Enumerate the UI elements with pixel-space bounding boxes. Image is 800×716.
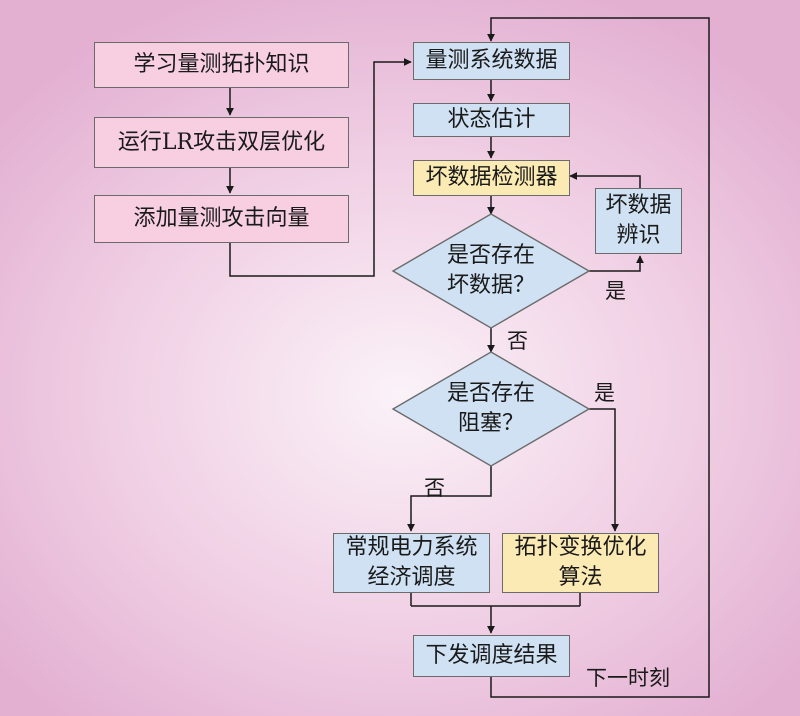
topology-optimization-text: 拓扑变换优化 算法 xyxy=(514,535,647,590)
arrow-yes-to-topology xyxy=(589,408,619,532)
arrow-no-to-normal-dispatch xyxy=(407,466,492,532)
no-congestion-label: 否 xyxy=(424,476,445,500)
state-estimation-box: 状态估计 xyxy=(413,103,570,137)
add-attack-vector-text: 添加量测攻击向量 xyxy=(133,206,310,231)
arrow-add-to-measurement xyxy=(229,58,412,277)
normal-dispatch-box: 常规电力系统 经济调度 xyxy=(333,533,490,593)
add-attack-vector-box: 添加量测攻击向量 xyxy=(94,195,349,243)
issue-dispatch-box: 下发调度结果 xyxy=(413,635,570,677)
yes-bad-data-label: 是 xyxy=(605,279,626,303)
bad-data-question-text: 是否存在 坏数据？ xyxy=(446,243,535,298)
arrow-identification-to-detector xyxy=(569,172,641,188)
state-estimation-text: 状态估计 xyxy=(447,107,536,132)
run-lr-attack-text: 运行LR攻击双层优化 xyxy=(117,129,326,155)
yes-congestion-label: 是 xyxy=(594,381,615,405)
arrow-yes-to-identification xyxy=(589,255,644,272)
next-moment-label: 下一时刻 xyxy=(586,666,670,690)
bad-data-detector-box: 坏数据检测器 xyxy=(413,160,570,196)
arrow-next-moment-loop xyxy=(487,17,710,698)
learn-topology-text: 学习量测拓扑知识 xyxy=(133,52,310,77)
run-lr-attack-box: 运行LR攻击双层优化 xyxy=(94,117,349,168)
learn-topology-box: 学习量测拓扑知识 xyxy=(94,42,349,88)
normal-dispatch-text: 常规电力系统 经济调度 xyxy=(345,535,478,590)
bad-data-decision-diamond xyxy=(391,213,591,329)
bad-data-identification-text: 坏数据 辨识 xyxy=(605,193,672,248)
congestion-question-text: 是否存在 阻塞？ xyxy=(446,381,535,436)
issue-dispatch-text: 下发调度结果 xyxy=(425,643,558,668)
topology-optimization-box: 拓扑变换优化 算法 xyxy=(502,533,659,593)
measurement-data-text: 量测系统数据 xyxy=(425,48,558,73)
bad-data-identification-box: 坏数据 辨识 xyxy=(595,188,682,254)
congestion-decision-diamond xyxy=(391,351,591,467)
measurement-data-box: 量测系统数据 xyxy=(413,42,570,80)
bad-data-detector-text: 坏数据检测器 xyxy=(425,165,558,190)
no-bad-data-label: 否 xyxy=(507,329,528,353)
